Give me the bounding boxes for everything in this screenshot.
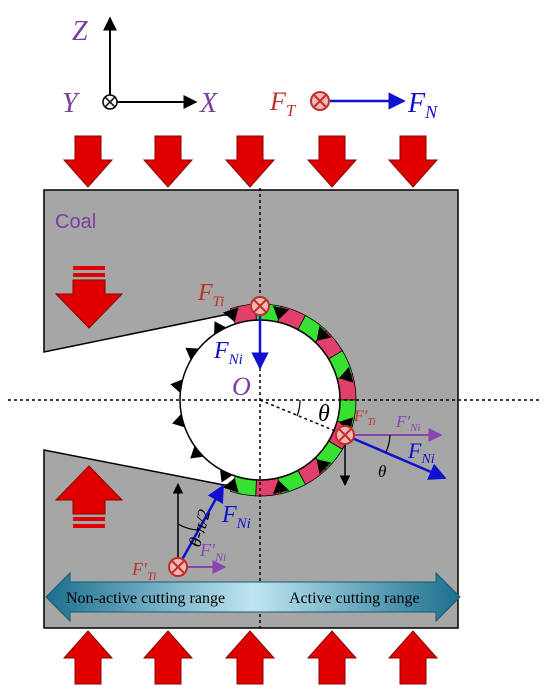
bottom-ft-label: F′Ti xyxy=(131,559,156,583)
pick-tooth xyxy=(222,477,239,493)
right-fn-label: FNi xyxy=(407,438,435,467)
pick-tooth xyxy=(316,325,332,341)
drum-tooth xyxy=(172,413,185,428)
bottom-load-arrow xyxy=(306,630,358,685)
drum-teeth xyxy=(170,321,233,483)
right-fn-prime-label: F′Ni xyxy=(395,412,421,434)
bottom-load-arrow xyxy=(387,630,439,685)
drum-tooth xyxy=(214,321,227,335)
top-load-arrow xyxy=(224,135,276,188)
theta-label-center: θ xyxy=(318,401,330,427)
non-active-range-label: Non-active cutting range xyxy=(66,590,225,607)
right-pick-forces: F′Ti F′Ni FNi θ xyxy=(335,408,447,487)
coal-label: Coal xyxy=(55,211,96,233)
top-load-arrows xyxy=(62,135,439,188)
pick-tooth xyxy=(272,479,290,495)
pick-tooth xyxy=(222,307,239,323)
block-up-arrow xyxy=(54,465,124,528)
top-load-arrow xyxy=(142,135,194,188)
drum-tooth xyxy=(190,445,204,459)
origin-label: O xyxy=(232,372,251,401)
drum-tooth xyxy=(220,469,233,483)
pick-tooth xyxy=(316,459,332,475)
right-ft-label: F′Ti xyxy=(353,408,376,428)
bottom-load-arrow xyxy=(62,630,114,685)
block-down-arrow xyxy=(54,266,124,329)
top-ft-label: FTi xyxy=(197,280,224,310)
bottom-load-arrows xyxy=(62,630,439,685)
legend-fn-label: FN xyxy=(407,88,438,122)
cutting-range-arrow: Non-active cutting range Active cutting … xyxy=(45,571,461,623)
x-axis-label: X xyxy=(199,88,218,119)
pick-tooth xyxy=(339,366,354,383)
top-load-arrow xyxy=(387,135,439,188)
y-axis-label: Y xyxy=(62,88,81,119)
bottom-fnp-label: F′Ni xyxy=(199,540,226,564)
top-load-arrow xyxy=(62,135,114,188)
drum-tooth xyxy=(170,379,183,394)
bottom-load-arrow xyxy=(224,630,276,685)
active-range-label: Active cutting range xyxy=(289,590,420,607)
theta-label-right: θ xyxy=(378,462,386,481)
force-legend: FT FN xyxy=(269,87,438,122)
drum-tooth xyxy=(185,347,199,360)
pick-tooth xyxy=(272,305,290,321)
legend-ft-label: FT xyxy=(269,87,297,120)
coordinate-axes: Z Y X xyxy=(62,16,218,119)
top-fn-label: FNi xyxy=(213,338,243,368)
bottom-load-arrow xyxy=(142,630,194,685)
bottom-fn-label: FNi xyxy=(221,502,251,532)
theta-arc xyxy=(296,399,301,417)
z-axis-label: Z xyxy=(72,16,88,47)
top-pick-forces: FTi FNi xyxy=(197,280,270,370)
top-load-arrow xyxy=(306,135,358,188)
